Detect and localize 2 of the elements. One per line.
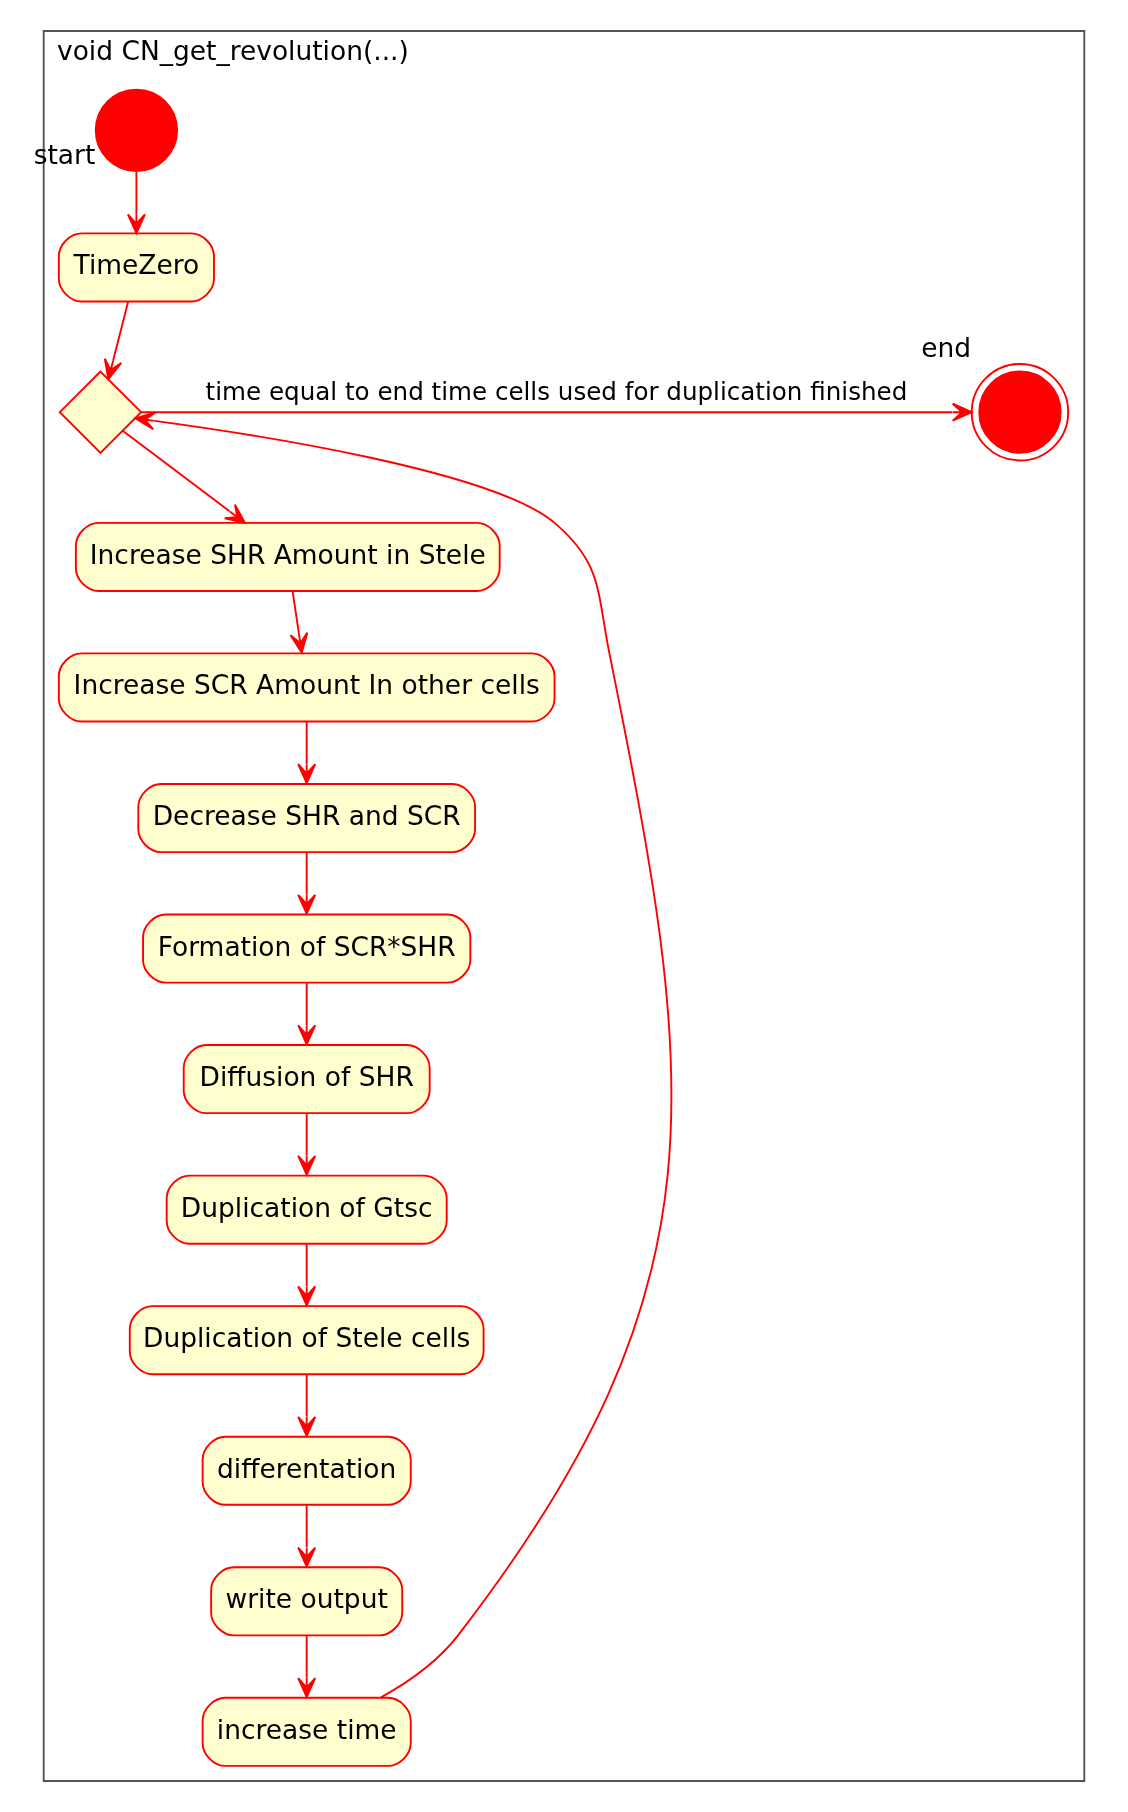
node-label: end (921, 331, 972, 363)
edge-label: time equal to end time cells used for duplication finished (205, 376, 908, 406)
